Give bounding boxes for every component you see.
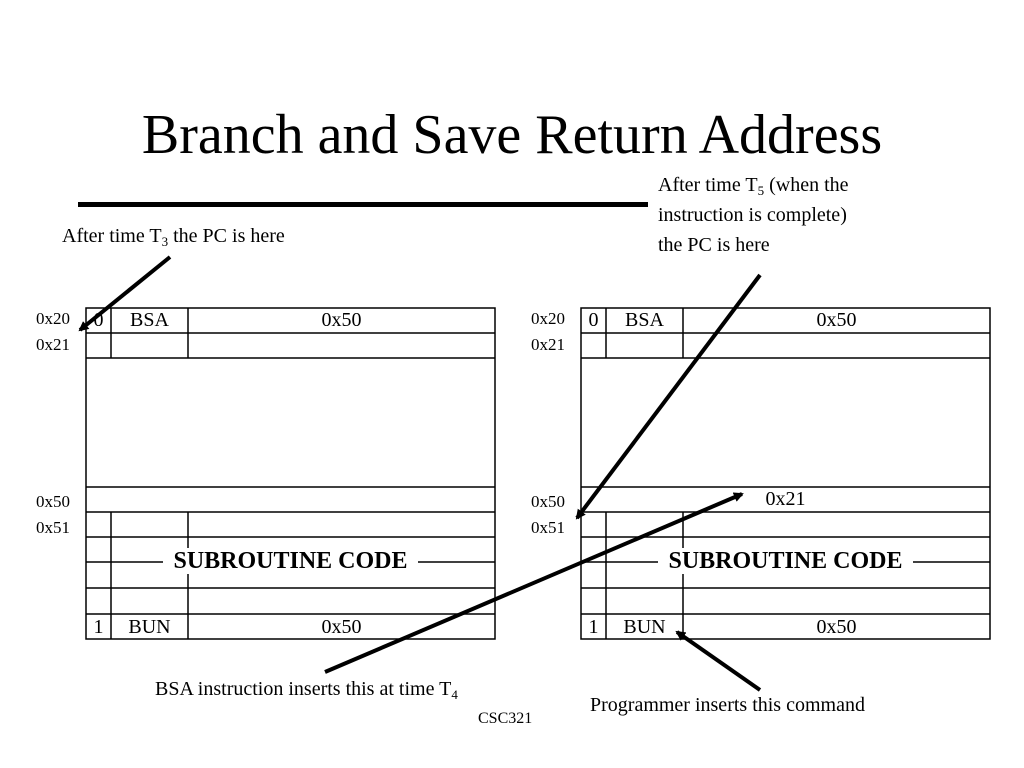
indirect-bit-cell: 0 [588, 309, 599, 331]
address-label: 0x51 [531, 518, 565, 537]
opcode-cell: BSA [130, 309, 169, 331]
arrow-pc-t3 [78, 255, 172, 332]
annotation-left-pc: After time T3 the PC is here [62, 225, 285, 249]
operand-cell: 0x50 [321, 616, 362, 638]
operand-cell: 0x50 [816, 309, 857, 331]
subroutine-code-label: SUBROUTINE CODE [163, 548, 418, 574]
annotation-right-pc: After time T5 (when the instruction is c… [658, 174, 849, 256]
annotation-bsa-insert: BSA instruction inserts this at time T4 [155, 678, 458, 702]
address-label: 0x20 [36, 309, 70, 328]
address-label: 0x21 [36, 335, 70, 354]
address-label: 0x21 [531, 335, 565, 354]
operand-cell: 0x50 [321, 309, 362, 331]
indirect-bit-cell: 1 [588, 616, 599, 638]
title-underline [78, 202, 648, 207]
footer-course-code: CSC321 [478, 710, 533, 727]
address-label: 0x50 [531, 492, 565, 511]
indirect-bit-cell: 0 [93, 309, 104, 331]
opcode-cell: BUN [623, 616, 666, 638]
return-address-cell: 0x21 [765, 488, 806, 510]
address-label: 0x50 [36, 492, 70, 511]
opcode-cell: BUN [128, 616, 171, 638]
arrow-bsa-insert [324, 492, 744, 674]
arrow-pc-t5 [575, 273, 762, 520]
page-title: Branch and Save Return Address [141, 104, 883, 166]
left-memory-table [85, 307, 496, 640]
operand-cell: 0x50 [816, 616, 857, 638]
annotation-programmer: Programmer inserts this command [590, 694, 865, 716]
arrow-programmer [675, 630, 762, 692]
indirect-bit-cell: 1 [93, 616, 104, 638]
opcode-cell: BSA [625, 309, 664, 331]
address-label: 0x20 [531, 309, 565, 328]
right-memory-table [580, 307, 991, 640]
subroutine-code-label: SUBROUTINE CODE [658, 548, 913, 574]
address-label: 0x51 [36, 518, 70, 537]
